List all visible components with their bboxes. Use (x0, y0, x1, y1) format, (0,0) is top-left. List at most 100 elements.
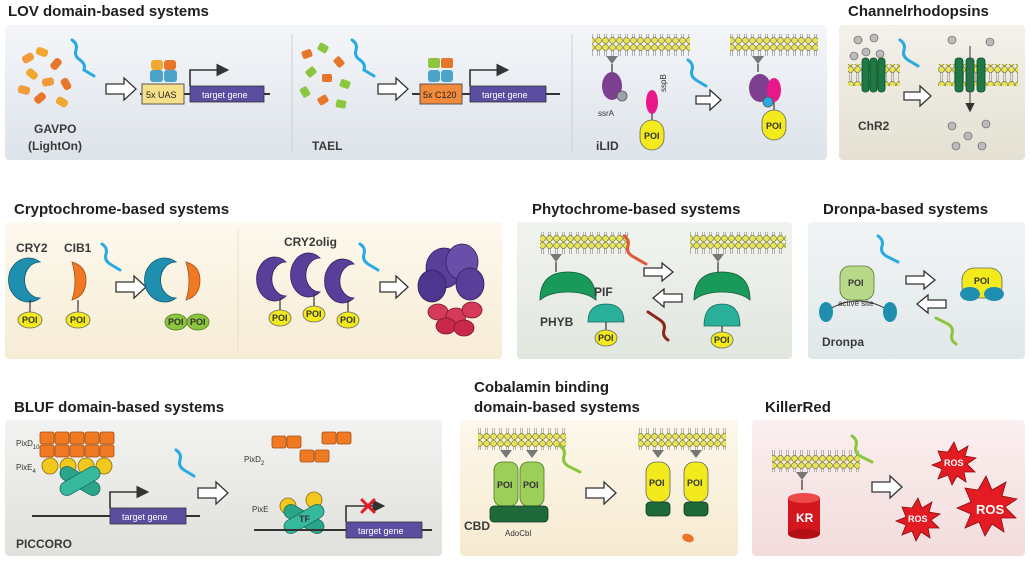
active-site-label: active site (838, 299, 874, 308)
sspb-label: sspB (659, 74, 668, 92)
poi (639, 119, 665, 151)
hollow-arrow-icon (915, 293, 947, 315)
poi (65, 311, 91, 329)
poi-label: POI (70, 315, 86, 325)
target-gene-box (109, 507, 187, 525)
poi-label: POI (22, 315, 38, 325)
poi-label: POI (848, 278, 864, 288)
target-gene-box (189, 85, 265, 103)
cbd-domain (489, 505, 549, 523)
poi-label: POI (168, 317, 184, 327)
ros-burst-icon: ROS (955, 475, 1019, 537)
poi (839, 265, 875, 301)
far-red-light-wave-icon (646, 310, 670, 342)
poi-label: POI (687, 478, 703, 488)
red-light-wave-icon (622, 234, 648, 266)
kr-title: KillerRed (765, 399, 831, 416)
poi-label: POI (306, 309, 322, 319)
blue-light-wave-icon (350, 38, 376, 78)
blue-light-wave-icon (876, 234, 900, 264)
transcription-arrow-icon (109, 485, 150, 508)
poi (336, 311, 360, 329)
chr-panel-bg (839, 25, 1025, 160)
tael-label: TAEL (312, 139, 342, 153)
poi-label: POI (714, 335, 730, 345)
membrane (478, 428, 566, 450)
adocbl-released (682, 533, 694, 543)
cry2-label: CRY2 (16, 241, 48, 255)
ros-burst-icon: ROS (930, 441, 978, 486)
chr2-channel (861, 57, 886, 93)
transcription-arrow-icon (189, 63, 230, 86)
ilid-label: iLID (596, 139, 619, 153)
target-gene-label: target gene (202, 90, 248, 100)
poi-label: POI (190, 317, 206, 327)
tael-scheme: 5x C120 target gene TAEL (299, 38, 560, 153)
poi-label: POI (598, 333, 614, 343)
phyb-label: PHYB (540, 315, 574, 329)
poi-label: POI (649, 478, 665, 488)
piccoro-label: PICCORO (16, 537, 72, 551)
ilid-scheme: ssrA sspB POI POI iLID (592, 34, 818, 153)
ros-burst-icon: ROS (894, 497, 942, 542)
dron-scheme: POI active site Dronpa POI (819, 234, 1004, 349)
blue-light-wave-icon (358, 242, 380, 272)
hollow-arrow-icon (105, 76, 137, 102)
tf-dimer (59, 466, 101, 496)
pif-protein (587, 303, 625, 323)
bluf-title: BLUF domain-based systems (14, 399, 224, 416)
kr-label: KR (796, 511, 814, 525)
target-gene-label: target gene (122, 512, 168, 522)
blue-light-wave-icon (100, 242, 122, 272)
blue-light-wave-icon (686, 58, 708, 88)
blue-light-wave-icon (70, 38, 96, 78)
c120-box (419, 83, 463, 105)
pixd2-dimers (271, 431, 352, 463)
gavpo-dimer (150, 60, 177, 82)
blue-light-wave-icon (174, 448, 196, 478)
transcription-arrow-icon (469, 63, 510, 86)
c120-label: 5x C120 (423, 90, 457, 100)
poi (17, 311, 43, 329)
cbd-title-line1: Cobalamin binding (474, 379, 609, 396)
cry-title: Cryptochrome-based systems (14, 201, 229, 218)
hollow-arrow-icon (585, 480, 617, 506)
cry-panel-bg (5, 222, 502, 359)
pixe4-label: PixE4 (16, 463, 36, 475)
cation-icons (947, 35, 995, 151)
pixd10-complex (39, 431, 115, 458)
poi-label: POI (523, 480, 539, 490)
poi (594, 329, 618, 347)
poi-label: POI (644, 131, 660, 141)
pixd10-label: PixD10 (16, 439, 40, 451)
hollow-arrow-icon (905, 269, 937, 291)
poi-label: POI (974, 276, 990, 286)
phy-scheme: PHYB PIF POI POI (539, 232, 786, 349)
poi (302, 305, 326, 323)
poi-label: POI (766, 121, 782, 131)
tael-monomers (299, 42, 351, 109)
target-gene-label: target gene (482, 90, 528, 100)
membrane (690, 232, 786, 254)
cbd-scheme: POI POI CBD AdoCbl POI POI (464, 428, 726, 543)
killerred-protein (788, 493, 820, 539)
bluf-scheme: PixD10 PixE4 target gene PICCORO PixD2 P… (16, 431, 432, 551)
cib1-label: CIB1 (64, 241, 92, 255)
pixd2-label: PixD2 (244, 455, 265, 467)
cry-scheme: CRY2 CIB1 POI POI POI POI (8, 241, 210, 331)
ssra-label: ssrA (598, 109, 615, 118)
cry2-protein (8, 257, 42, 303)
membrane (730, 34, 818, 56)
kr-scheme: KR ROS ROS ROS (772, 434, 1019, 542)
dronpa-domain (883, 302, 897, 322)
hollow-arrow-icon (115, 274, 147, 300)
gavpo-monomers (17, 47, 72, 108)
membrane (772, 450, 860, 472)
cbd-title-line2: domain-based systems (474, 399, 640, 416)
pixe-label: PixE (252, 505, 268, 514)
hollow-arrow-icon (379, 274, 409, 300)
hollow-arrow-icon (377, 76, 409, 102)
poi-label: POI (497, 480, 513, 490)
uas-box (141, 83, 185, 105)
